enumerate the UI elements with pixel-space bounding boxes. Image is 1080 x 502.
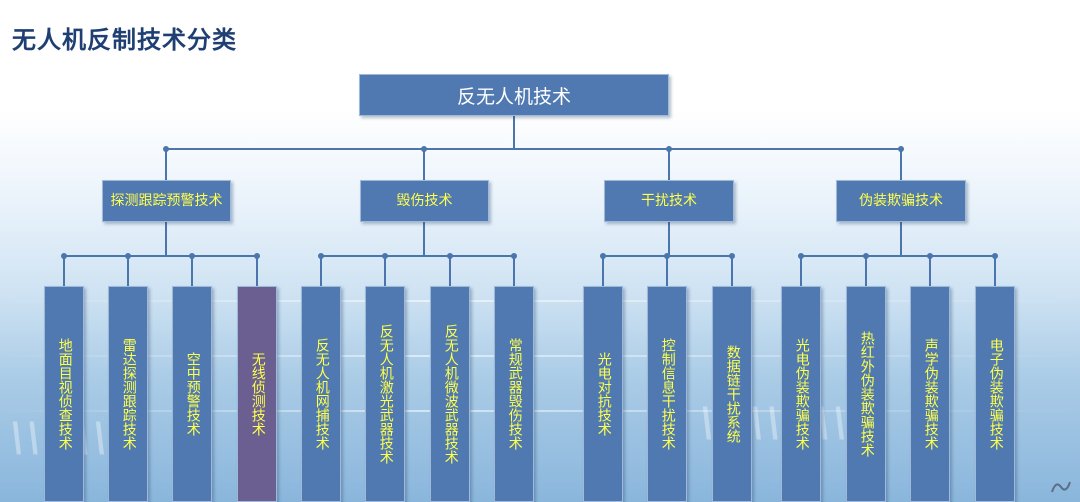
- leaf-node: 数据链干扰系统: [712, 286, 752, 502]
- connector-dot: [664, 253, 670, 259]
- leaf-node: 雷达探测跟踪技术: [108, 286, 148, 502]
- page-title: 无人机反制技术分类: [12, 25, 237, 54]
- leaf-node: 反无人机网捕技术: [301, 286, 341, 502]
- connector-dot: [927, 253, 933, 259]
- connector-dot: [61, 253, 67, 259]
- leaf-node: 电子伪装欺骗技术: [975, 286, 1015, 502]
- category-node-detection: 探测跟踪预警技术: [102, 180, 231, 222]
- connector-dot: [254, 253, 260, 259]
- background-streak: [0, 300, 1080, 302]
- leaf-node: 控制信息干扰技术: [647, 286, 687, 502]
- leaf-node: 光电对抗技术: [583, 286, 623, 502]
- leaf-node: 声学伪装欺骗技术: [910, 286, 950, 502]
- root-node: 反无人机技术: [359, 74, 669, 116]
- connector-dot: [447, 253, 453, 259]
- leaf-node: 空中预警技术: [172, 286, 212, 502]
- leaf-node: 地面目视侦查技术: [44, 286, 84, 502]
- connector-dot: [318, 253, 324, 259]
- background-streak: [0, 410, 1080, 412]
- connector-dot: [125, 253, 131, 259]
- category-node-damage: 毁伤技术: [360, 180, 489, 222]
- connector-dot: [189, 253, 195, 259]
- leaf-node: 反无人机微波武器技术: [430, 286, 470, 502]
- connector-dot: [382, 253, 388, 259]
- category-node-deception: 伪装欺骗技术: [836, 180, 966, 222]
- connector-dot: [863, 253, 869, 259]
- connector-dot: [992, 253, 998, 259]
- category-node-jamming: 干扰技术: [604, 180, 734, 222]
- leaf-node: 无线侦测技术: [237, 286, 277, 502]
- connector-dot: [421, 146, 427, 152]
- connector-dot: [666, 146, 672, 152]
- corner-logo-icon: [1051, 481, 1071, 493]
- leaf-node: 常规武器毁伤技术: [494, 286, 534, 502]
- background-streak: [0, 355, 1080, 357]
- connector-dot: [511, 253, 517, 259]
- connector-dot: [798, 253, 804, 259]
- connector-dot: [600, 253, 606, 259]
- connector-dot: [898, 146, 904, 152]
- leaf-node: 反无人机激光武器技术: [365, 286, 405, 502]
- leaf-node: 热红外伪装欺骗技术: [846, 286, 886, 502]
- leaf-node: 光电伪装欺骗技术: [781, 286, 821, 502]
- connector-dot: [163, 146, 169, 152]
- connector-dot: [729, 253, 735, 259]
